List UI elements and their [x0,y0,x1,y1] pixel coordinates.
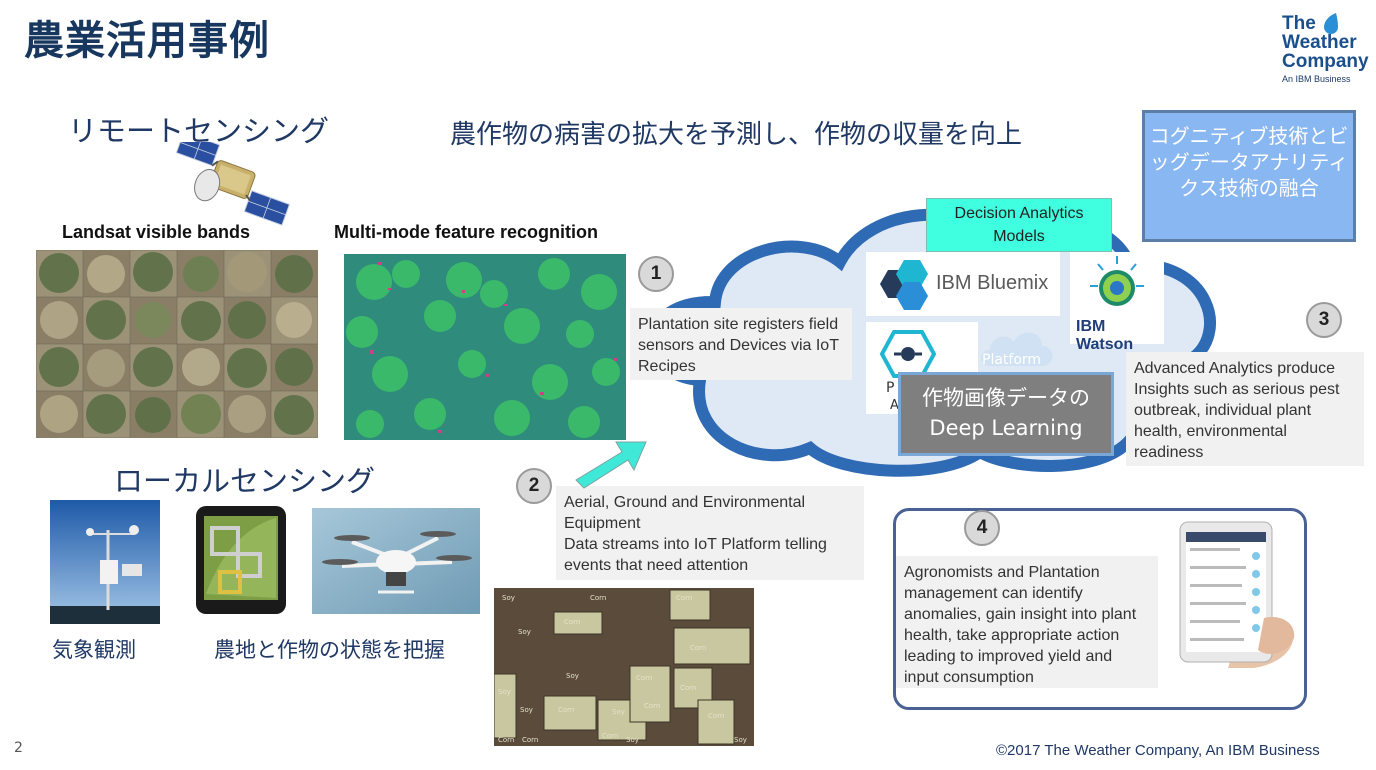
field-label: Corn [644,702,660,710]
logo-tagline: An IBM Business [1282,74,1351,84]
weather-company-logo: The Weather Company An IBM Business [1282,14,1372,84]
logo-line3: Company [1282,51,1369,72]
step-4-text: Agronomists and Plantation management ca… [896,556,1158,688]
multimode-feature-image [344,254,626,440]
field-label: Soy [626,736,639,744]
deep-learning-line1: 作物画像データの [922,386,1090,410]
platform-cloud-icon [981,332,1053,366]
field-label: Soy [734,736,747,744]
iot-hexagon-icon [879,330,937,378]
field-label: Soy [498,688,511,696]
step-2-number: 2 [516,468,552,504]
weather-station-image [50,500,160,624]
drone-image [312,508,480,614]
logo-line2: Weather [1282,32,1357,53]
field-label: Corn [676,594,692,602]
step-4-number: 4 [964,510,1000,546]
multimode-label: Multi-mode feature recognition [334,222,599,242]
water-drop-icon [1324,13,1338,34]
cognitive-tech-box: コグニティブ技術とビッグデータアナリティクス技術の融合 [1142,110,1356,242]
ibm-bluemix-logo: IBM Bluemix [866,252,1060,316]
field-label: Corn [558,706,574,714]
field-label: Corn [708,712,724,720]
weather-observation-caption: 気象観測 [52,638,136,662]
deep-learning-box: 作物画像データの Deep Learning [898,372,1114,456]
field-map-image: Soy Corn Corn Corn Soy Corn Soy Corn Cor… [494,588,754,746]
field-label: Corn [590,594,606,602]
field-label: Corn [690,644,706,652]
field-label: Soy [502,594,515,602]
step-2-line1: Aerial, Ground and Environmental Equipme… [564,494,806,532]
satellite-icon [175,142,291,226]
field-label: Corn [636,674,652,682]
platform-faint-label: Platform [982,352,1042,368]
decision-analytics-box: Decision Analytics Models [926,198,1112,252]
local-sensing-heading: ローカルセンシング [114,464,376,498]
field-label: Corn [602,732,618,740]
field-label: Soy [566,672,579,680]
field-label: Soy [520,706,533,714]
page-number: 2 [14,740,23,756]
field-label: Soy [518,628,531,636]
deep-learning-line2: Deep Learning [929,416,1083,440]
step-3-text: Advanced Analytics produce Insights such… [1126,352,1364,466]
iot-faint-text-p: P [886,380,895,396]
step-1-text: Plantation site registers field sensors … [630,308,852,380]
field-label: Corn [522,736,538,744]
slide-title: 農業活用事例 [24,18,270,64]
step-2-text: Aerial, Ground and Environmental Equipme… [556,486,864,580]
bluemix-text: IBM Bluemix [936,272,1049,294]
field-label: Corn [498,736,514,744]
tablet-in-hand-image [1179,521,1295,668]
iot-faint-text-a: A [890,398,899,413]
field-label: Soy [612,708,625,716]
bluemix-hexagon-icon [880,260,928,310]
arrow-up-right-icon [575,441,647,489]
step-1-number: 1 [638,256,674,292]
field-label: Corn [564,618,580,626]
phone-leaf-image [196,506,286,614]
watson-text: IBM Watson [1076,318,1134,353]
step-3-number: 3 [1306,302,1342,338]
copyright-footer: ©2017 The Weather Company, An IBM Busine… [996,742,1320,759]
field-label: Corn [680,684,696,692]
logo-line1: The [1282,13,1316,34]
landsat-aerial-image [36,250,318,438]
step-2-line2: Data streams into IoT Platform telling e… [564,536,827,574]
farm-status-caption: 農地と作物の状態を把握 [214,638,445,662]
ibm-watson-logo: IBM Watson [1070,252,1164,353]
landsat-label: Landsat visible bands [62,222,251,242]
watson-globe-icon [1090,256,1144,306]
slide-subtitle: 農作物の病害の拡大を予測し、作物の収量を向上 [450,120,1023,150]
